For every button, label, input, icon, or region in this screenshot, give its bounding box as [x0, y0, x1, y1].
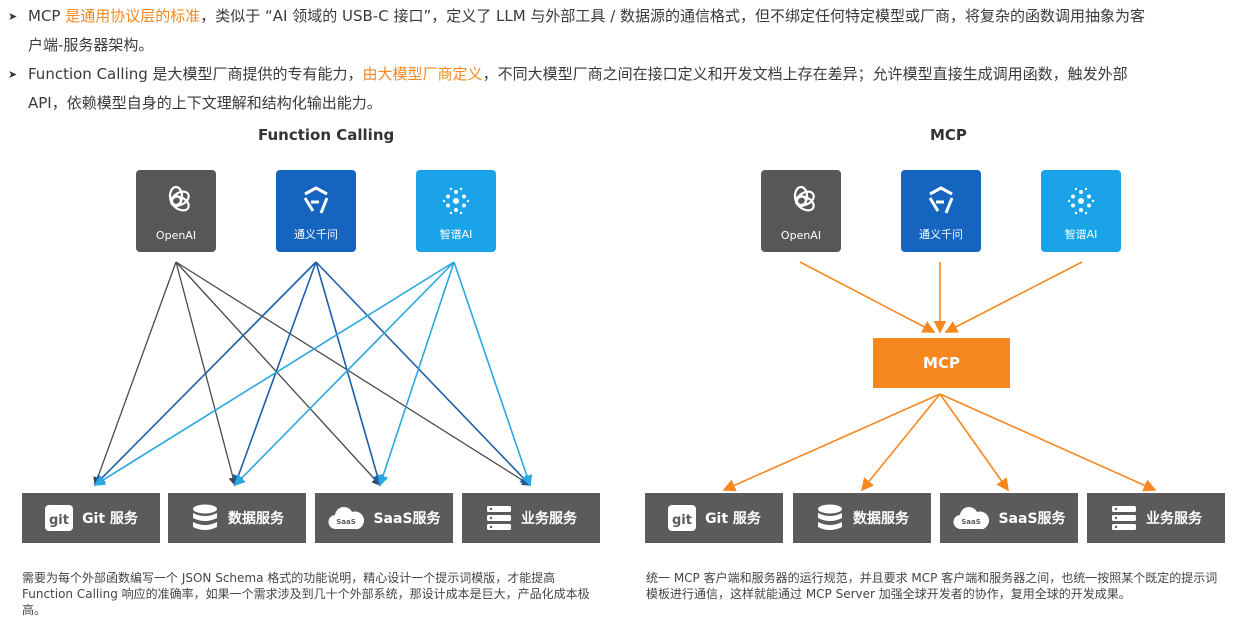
service-label: Git 服务 [705, 511, 761, 527]
model-zhipu: 智谱AI [1041, 170, 1121, 252]
bullet-text: ，不同大模型厂商之间在接口定义和开发文档上存在差异；允许模型直接生成调用函数，触… [482, 65, 1128, 83]
zhipu-logo-icon [1041, 184, 1121, 221]
service-data: 数据服务 [793, 493, 931, 543]
service-git: git Git 服务 [22, 493, 160, 543]
svg-text:git: git [49, 513, 69, 528]
model-label: 智谱AI [1064, 228, 1098, 241]
model-label: 智谱AI [439, 228, 473, 241]
bullet-function-calling: ➤ Function Calling 是大模型厂商提供的专有能力，由大模型厂商定义… [8, 60, 1238, 118]
service-label: 业务服务 [521, 511, 577, 527]
function-calling-note: 需要为每个外部函数编写一个 JSON Schema 格式的功能说明，精心设计一个… [22, 571, 590, 617]
bullet-arrow-icon: ➤ [8, 10, 18, 23]
model-label: OpenAI [155, 229, 197, 242]
model-openai: OpenAI [136, 170, 216, 252]
mcp-in-lines [799, 261, 1083, 334]
tongyi-logo-icon [276, 184, 356, 221]
git-icon: git [44, 504, 74, 532]
model-tongyi: 通义千问 [276, 170, 356, 252]
bullet-text: MCP [28, 7, 66, 25]
service-business: 业务服务 [462, 493, 600, 543]
mcp-hub-box: MCP [873, 338, 1010, 388]
service-git: git Git 服务 [645, 493, 783, 543]
bullet-highlight: 是通用协议层的标准 [65, 7, 201, 25]
model-tongyi: 通义千问 [901, 170, 981, 252]
service-data: 数据服务 [168, 493, 306, 543]
bullet-mcp: ➤ MCP 是通用协议层的标准，类似于 “AI 领域的 USB-C 接口”，定义了… [8, 2, 1238, 60]
svg-text:git: git [672, 513, 692, 528]
git-icon: git [667, 504, 697, 532]
model-label: OpenAI [780, 229, 822, 242]
model-zhipu: 智谱AI [416, 170, 496, 252]
server-icon [1110, 504, 1138, 532]
service-label: Git 服务 [82, 511, 138, 527]
svg-text:SaaS: SaaS [962, 518, 982, 526]
bullet-text: ，类似于 “AI 领域的 USB-C 接口”，定义了 LLM 与外部工具 / 数… [200, 7, 1146, 25]
mcp-out-lines [722, 393, 1157, 492]
service-saas: SaaS SaaS服务 [940, 493, 1078, 543]
bullet-highlight: 由大模型厂商定义 [362, 65, 483, 83]
model-openai: OpenAI [761, 170, 841, 252]
model-label: 通义千问 [294, 228, 338, 241]
zhipu-lines [93, 261, 533, 487]
server-icon [485, 504, 513, 532]
bullet-text-line2: API，依赖模型自身的上下文理解和结构化输出能力。 [28, 94, 382, 112]
service-business: 业务服务 [1087, 493, 1225, 543]
service-label: 数据服务 [228, 511, 284, 527]
bullet-text-line2: 户端-服务器架构。 [28, 36, 154, 54]
svg-text:SaaS: SaaS [337, 518, 357, 526]
zhipu-logo-icon [416, 184, 496, 221]
model-label: 通义千问 [919, 228, 963, 241]
service-label: SaaS服务 [998, 511, 1066, 527]
bullet-arrow-icon: ➤ [8, 68, 18, 81]
service-saas: SaaS SaaS服务 [315, 493, 453, 543]
service-label: 数据服务 [853, 511, 909, 527]
mcp-title: MCP [930, 126, 967, 144]
database-icon [190, 503, 220, 533]
function-calling-title: Function Calling [258, 126, 395, 144]
service-label: 业务服务 [1146, 511, 1202, 527]
openai-logo-icon [761, 184, 841, 221]
database-icon [815, 503, 845, 533]
cloud-icon: SaaS [952, 504, 990, 532]
cloud-icon: SaaS [327, 504, 365, 532]
mcp-note: 统一 MCP 客户端和服务器的运行规范，并且要求 MCP 客户端和服务器之间，也… [646, 571, 1218, 601]
bullet-text: Function Calling 是大模型厂商提供的专有能力， [28, 65, 363, 83]
tongyi-logo-icon [901, 184, 981, 221]
service-label: SaaS服务 [373, 511, 441, 527]
openai-logo-icon [136, 184, 216, 221]
